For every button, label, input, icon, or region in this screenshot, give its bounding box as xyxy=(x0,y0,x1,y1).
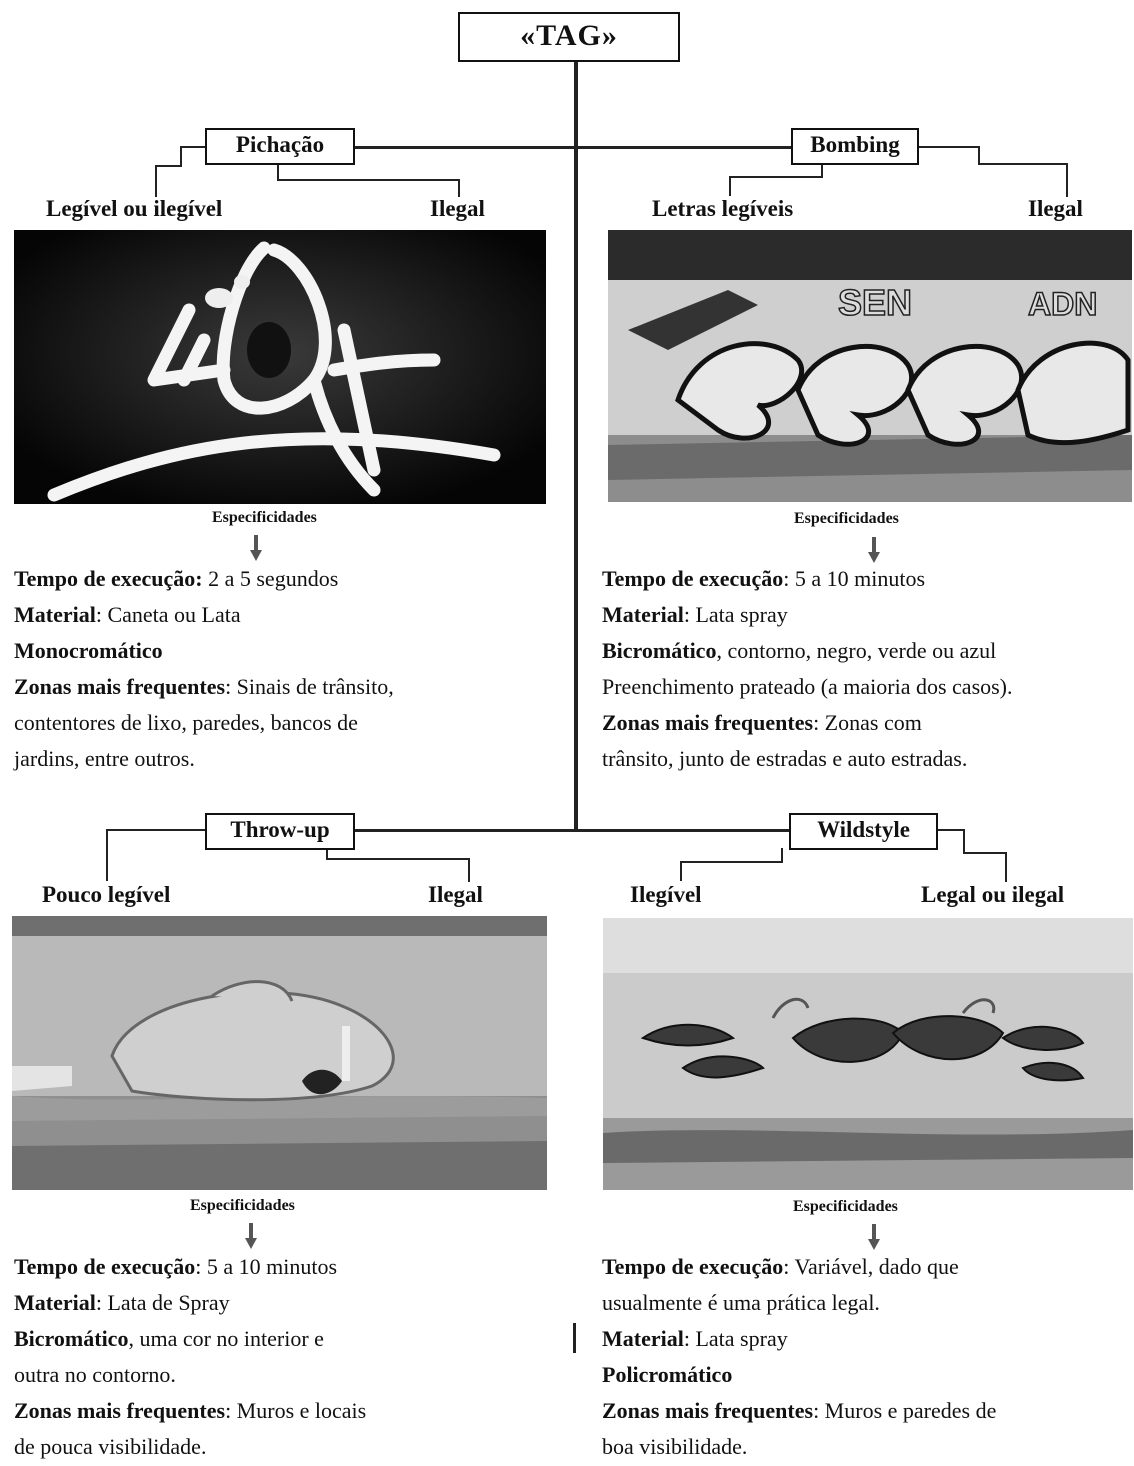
bombing-spec-label: Especificidades xyxy=(794,510,899,528)
margin-bar xyxy=(573,1323,576,1353)
bombing-title: Bombing xyxy=(810,132,899,157)
connector xyxy=(680,861,682,881)
connector xyxy=(1066,163,1068,197)
connector xyxy=(936,829,964,831)
connector xyxy=(458,179,460,197)
bombing-left-label: Letras legíveis xyxy=(652,196,793,222)
connector xyxy=(277,179,459,181)
desc-line: de pouca visibilidade. xyxy=(14,1429,544,1465)
connector xyxy=(680,861,783,863)
connector xyxy=(729,176,731,196)
throwup-photo xyxy=(12,916,547,1190)
desc-line: Policromático xyxy=(602,1357,1132,1393)
connector xyxy=(180,146,206,148)
pichacao-spec-label: Especificidades xyxy=(212,509,317,527)
desc-line: Material: Lata spray xyxy=(602,1321,1132,1357)
wildstyle-left-label: Ilegível xyxy=(630,882,702,908)
throwup-down-arrow-icon xyxy=(245,1223,257,1249)
connector xyxy=(978,146,980,164)
pichacao-title: Pichação xyxy=(236,132,324,157)
desc-line: Material: Caneta ou Lata xyxy=(14,597,544,633)
throwup-spec-label: Especificidades xyxy=(190,1197,295,1215)
desc-line: Tempo de execução: Variável, dado que xyxy=(602,1249,1132,1285)
upper-branch-line xyxy=(353,146,793,149)
connector xyxy=(155,165,182,167)
wildstyle-photo xyxy=(603,918,1133,1190)
wildstyle-spec-label: Especificidades xyxy=(793,1198,898,1216)
pichacao-right-label: Ilegal xyxy=(430,196,485,222)
desc-line: Zonas mais frequentes: Zonas com xyxy=(602,705,1132,741)
throwup-box: Throw-up xyxy=(205,813,355,850)
wildstyle-description: Tempo de execução: Variável, dado que us… xyxy=(602,1249,1132,1465)
connector xyxy=(1005,852,1007,882)
root-tag-label: «TAG» xyxy=(520,19,618,52)
connector xyxy=(155,165,157,197)
desc-line: Material: Lata spray xyxy=(602,597,1132,633)
pichacao-left-label: Legível ou ilegível xyxy=(46,196,222,222)
desc-line: Bicromático, uma cor no interior e xyxy=(14,1321,544,1357)
desc-line: boa visibilidade. xyxy=(602,1429,1132,1465)
connector xyxy=(781,848,783,862)
desc-line: Zonas mais frequentes: Muros e locais xyxy=(14,1393,544,1429)
throwup-left-label: Pouco legível xyxy=(42,882,170,908)
throwup-right-label: Ilegal xyxy=(428,882,483,908)
connector xyxy=(978,163,1067,165)
desc-line: Zonas mais frequentes: Sinais de trânsit… xyxy=(14,669,544,705)
lower-branch-line xyxy=(353,829,793,832)
pichacao-photo xyxy=(14,230,546,504)
svg-text:SEN: SEN xyxy=(838,282,912,323)
pichacao-down-arrow-icon xyxy=(250,535,262,561)
trunk-line xyxy=(574,60,578,832)
wildstyle-box: Wildstyle xyxy=(789,813,938,850)
desc-line: Zonas mais frequentes: Muros e paredes d… xyxy=(602,1393,1132,1429)
bombing-box: Bombing xyxy=(791,128,919,165)
connector xyxy=(729,176,823,178)
bombing-right-label: Ilegal xyxy=(1028,196,1083,222)
bombing-photo: SEN ADN xyxy=(608,230,1132,502)
connector xyxy=(106,829,108,881)
desc-line: Tempo de execução: 5 a 10 minutos xyxy=(14,1249,544,1285)
svg-text:ADN: ADN xyxy=(1028,286,1097,322)
root-tag-box: «TAG» xyxy=(458,12,680,62)
desc-line: contentores de lixo, paredes, bancos de xyxy=(14,705,544,741)
desc-line: Monocromático xyxy=(14,633,544,669)
desc-line: Tempo de execução: 2 a 5 segundos xyxy=(14,561,544,597)
desc-line: Material: Lata de Spray xyxy=(14,1285,544,1321)
throwup-title: Throw-up xyxy=(230,817,329,842)
connector xyxy=(277,164,279,180)
desc-line: Preenchimento prateado (a maioria dos ca… xyxy=(602,669,1132,705)
connector xyxy=(963,829,965,853)
connector xyxy=(326,858,469,860)
wildstyle-right-label: Legal ou ilegal xyxy=(921,882,1064,908)
pichacao-box: Pichação xyxy=(205,128,355,165)
desc-line: Tempo de execução: 5 a 10 minutos xyxy=(602,561,1132,597)
desc-line: Bicromático, contorno, negro, verde ou a… xyxy=(602,633,1132,669)
bombing-down-arrow-icon xyxy=(868,537,880,563)
wildstyle-down-arrow-icon xyxy=(868,1224,880,1250)
wildstyle-title: Wildstyle xyxy=(817,817,910,842)
pichacao-description: Tempo de execução: 2 a 5 segundos Materi… xyxy=(14,561,544,777)
desc-line: outra no contorno. xyxy=(14,1357,544,1393)
desc-line: trânsito, junto de estradas e auto estra… xyxy=(602,741,1132,777)
throwup-description: Tempo de execução: 5 a 10 minutos Materi… xyxy=(14,1249,544,1465)
connector xyxy=(180,146,182,166)
desc-line: jardins, entre outros. xyxy=(14,741,544,777)
connector xyxy=(963,852,1006,854)
desc-line: usualmente é uma prática legal. xyxy=(602,1285,1132,1321)
connector xyxy=(106,829,206,831)
bombing-description: Tempo de execução: 5 a 10 minutos Materi… xyxy=(602,561,1132,777)
connector xyxy=(917,146,979,148)
connector xyxy=(468,858,470,882)
